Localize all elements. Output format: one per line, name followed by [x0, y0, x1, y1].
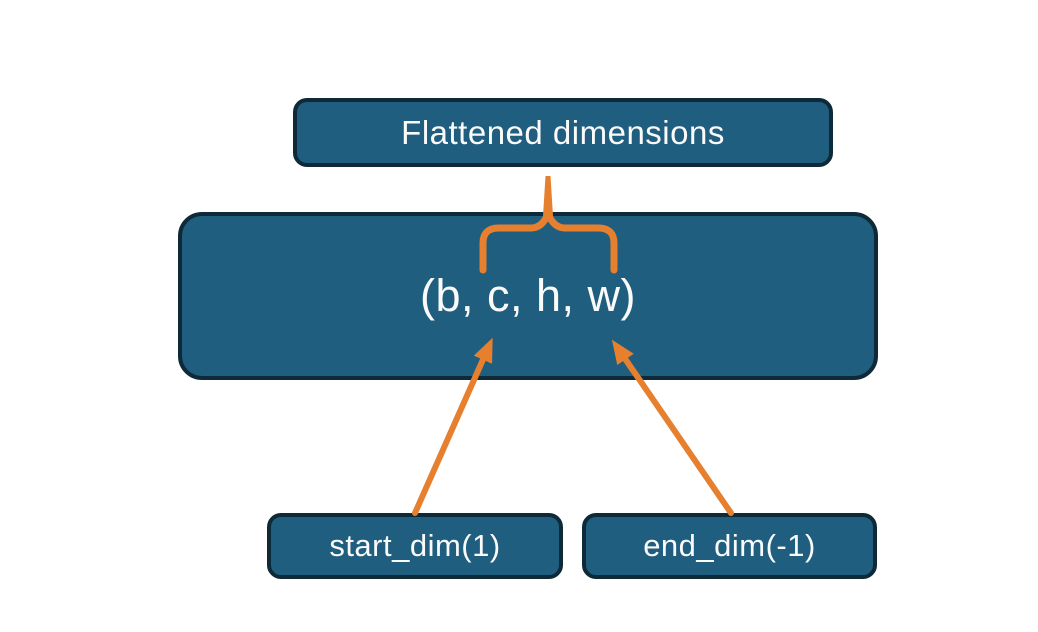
flattened-dimensions-label: Flattened dimensions: [401, 113, 725, 151]
tensor-shape-label: (b, c, h, w): [419, 270, 637, 321]
start-dim-label: start_dim(1): [329, 528, 501, 563]
end-dim-box: end_dim(-1): [582, 513, 877, 579]
tensor-shape-box: (b, c, h, w): [178, 212, 878, 380]
flattened-dimensions-box: Flattened dimensions: [293, 98, 833, 167]
brace-stem-icon: [543, 176, 553, 216]
end-dim-label: end_dim(-1): [643, 528, 816, 563]
start-dim-box: start_dim(1): [267, 513, 563, 579]
